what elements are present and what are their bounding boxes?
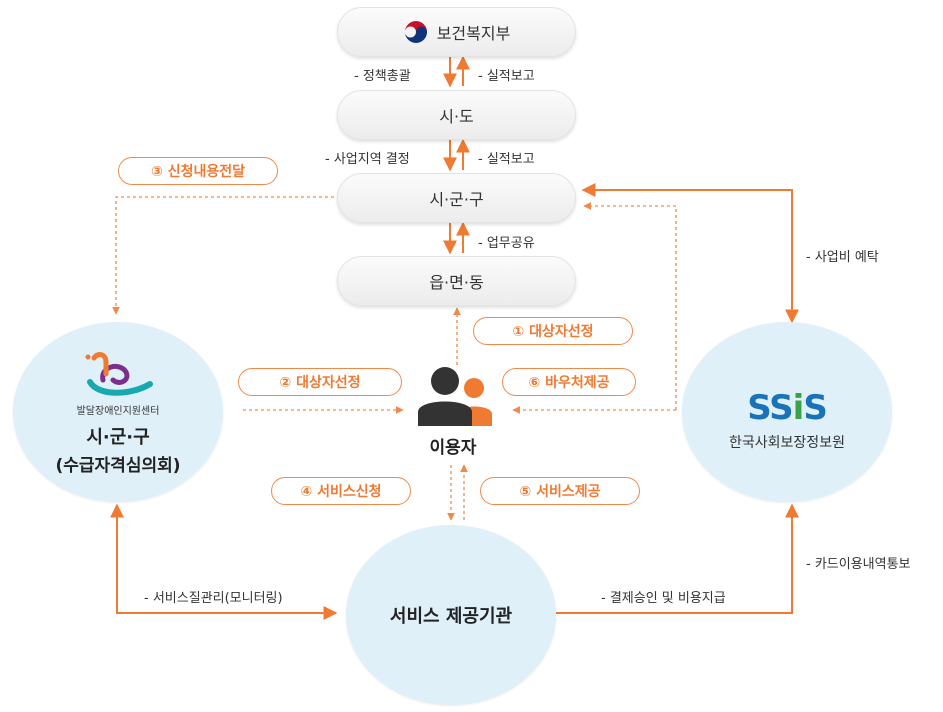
service-provider-label: 서비스 제공기관 [389, 606, 513, 627]
label-report2: - 실적보고 [478, 152, 535, 167]
user-people-icon [418, 367, 492, 426]
step4-tag: ④ 서비스신청 [271, 477, 411, 505]
step5-tag: ⑤ 서비스제공 [480, 477, 640, 505]
city-label: 시·군·구 [429, 190, 484, 209]
label-work-share: - 업무공유 [478, 236, 535, 251]
step6-tag: ⑥ 바우처제공 [502, 368, 636, 396]
town-label: 읍·면·동 [429, 273, 484, 292]
bottom-circle-service-provider: 서비스 제공기관 [346, 525, 556, 705]
step3-tag: ③ 신청내용전달 [118, 157, 278, 185]
left-circle-line1: 시·군·구 [86, 427, 150, 448]
province-box: 시·도 [337, 90, 576, 140]
label-payment: - 결제승인 및 비용지급 [601, 591, 726, 606]
label-report1: - 실적보고 [478, 69, 535, 84]
ssis-logo: SSiS [747, 388, 828, 428]
left-circle-org-name: 발달장애인지원센터 [76, 406, 160, 417]
city-box: 시·군·구 [337, 173, 576, 223]
left-circle-line2: (수급자격심의회) [55, 456, 181, 476]
label-policy: - 정책총괄 [354, 69, 411, 84]
right-circle-org-name: 한국사회보장정보원 [729, 435, 845, 451]
step2-tag: ② 대상자선정 [238, 368, 402, 396]
arrow-budget [581, 183, 799, 324]
arrow-quality [110, 503, 338, 620]
dashed-step3 [112, 196, 334, 315]
developmental-disability-center-logo-icon [85, 352, 153, 396]
province-label: 시·도 [439, 107, 474, 126]
step1-tag: ① 대상자선정 [473, 317, 633, 345]
ministry-box: 보건복지부 [337, 7, 576, 57]
user-label: 이용자 [429, 438, 477, 458]
label-card-notice: - 카드이용내역통보 [806, 557, 911, 572]
town-box: 읍·면·동 [337, 256, 576, 306]
arrow-payment [528, 503, 799, 620]
label-quality: - 서비스질관리(모니터링) [144, 591, 283, 606]
dashed-right-to-city [583, 202, 677, 410]
ministry-label: 보건복지부 [436, 24, 511, 43]
label-budget: - 사업비 예탁 [806, 250, 879, 265]
right-circle-ssis: SSiS 한국사회보장정보원 [682, 322, 892, 502]
taegeuk-emblem-icon [404, 21, 427, 43]
left-circle-city-council: 발달장애인지원센터 시·군·구 (수급자격심의회) [13, 322, 223, 502]
label-business-area: - 사업지역 결정 [325, 152, 410, 167]
